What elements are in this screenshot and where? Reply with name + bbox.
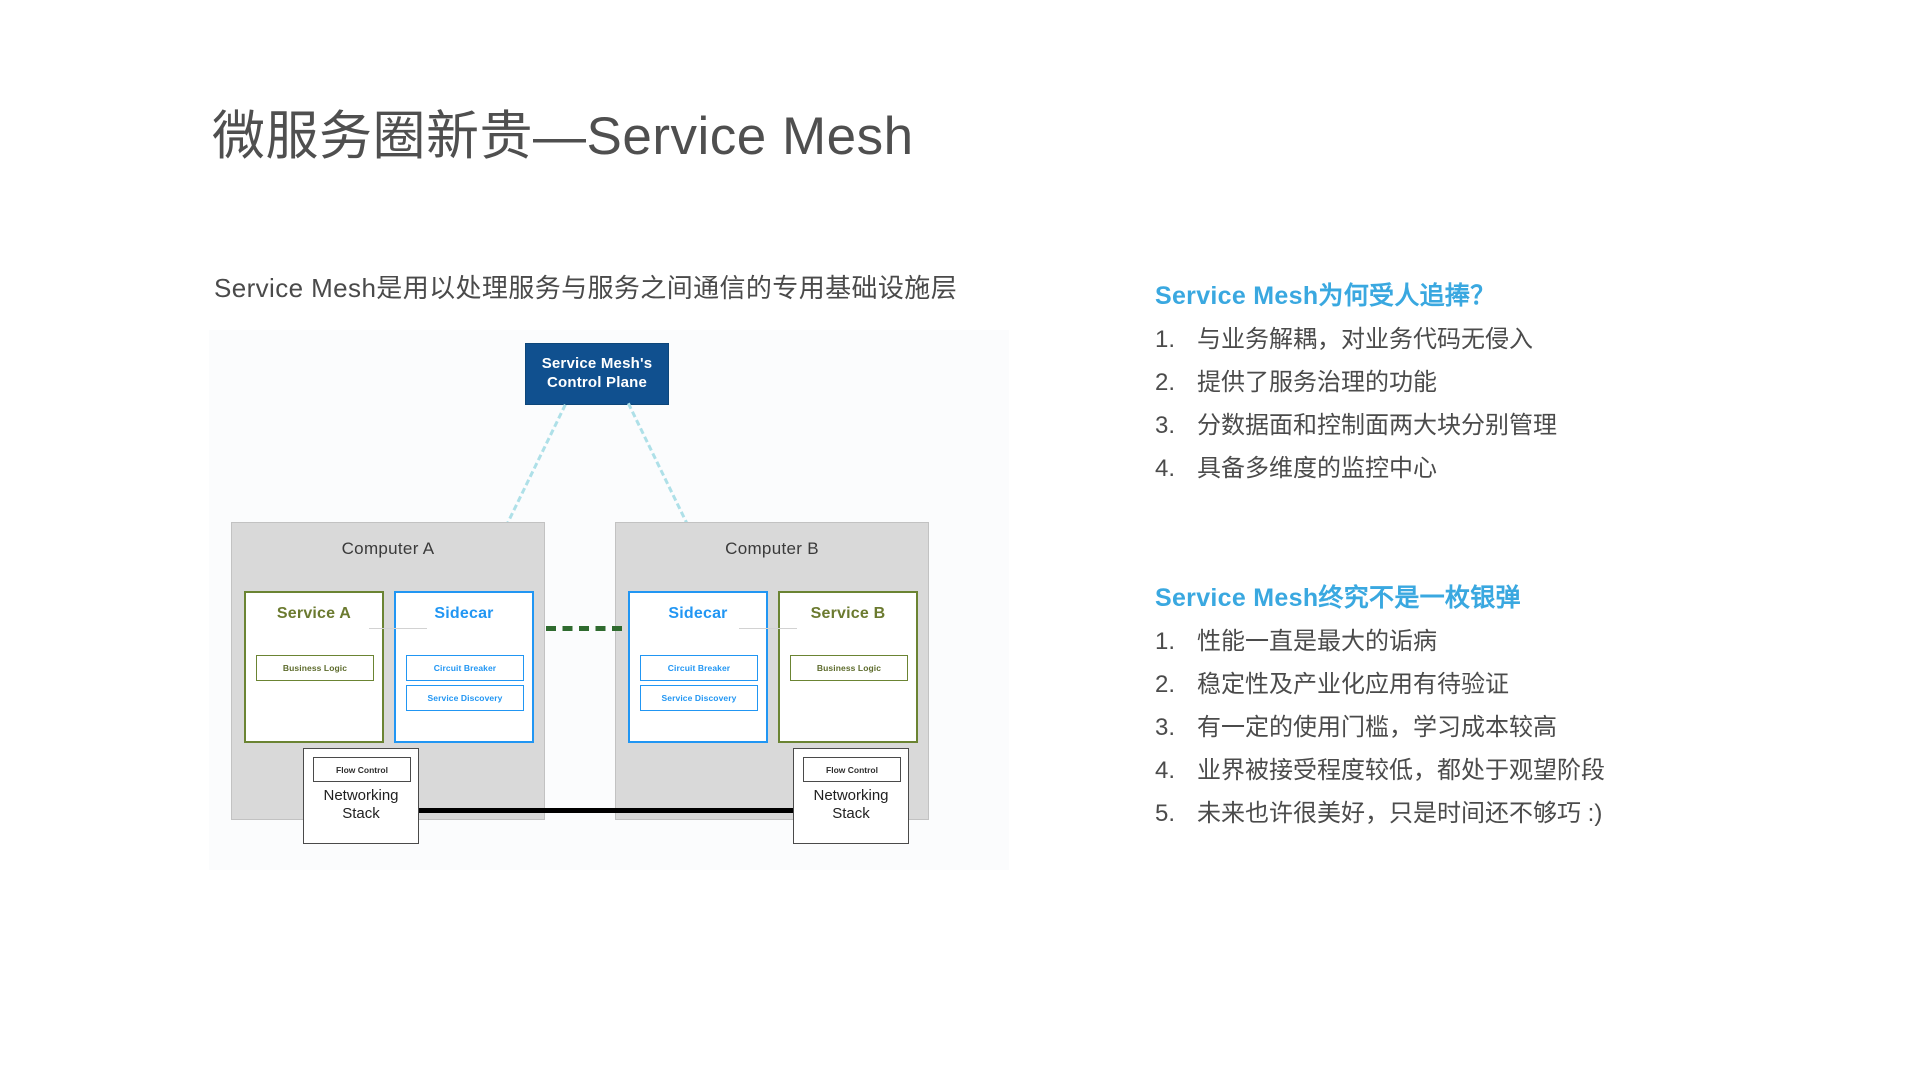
list-item-number: 1. [1155,326,1176,353]
list-item-text: 未来也许很美好，只是时间还不够巧 :) [1197,800,1603,827]
sidecar-a-panel: Sidecar Circuit Breaker Service Discover… [394,591,534,743]
list-item: 5. 未来也许很美好，只是时间还不够巧 :) [1155,802,1715,826]
service-b-sidecar-link [739,628,797,629]
section-spacer [1155,500,1715,578]
service-a-sidecar-link [369,628,427,629]
sidecar-a-service-discovery: Service Discovery [406,685,524,711]
list-item-text: 业界被接受程度较低，都处于观望阶段 [1197,757,1605,784]
service-mesh-diagram: Service Mesh's Control Plane Computer A … [209,330,1009,870]
sidecar-b-circuit-breaker: Circuit Breaker [640,655,758,681]
list-item-number: 3. [1155,714,1176,741]
network-stack-connector [419,808,793,813]
benefits-list: 1. 与业务解耦，对业务代码无侵入 2. 提供了服务治理的功能 3. 分数据面和… [1155,328,1715,481]
service-a-business-logic: Business Logic [256,655,374,681]
slide-subtitle: Service Mesh是用以处理服务与服务之间通信的专用基础设施层 [214,273,958,303]
list-item-number: 3. [1155,412,1176,439]
computer-a-label: Computer A [341,539,435,558]
section-heading-limitations: Service Mesh终究不是一枚银弹 [1155,584,1521,612]
computer-a-box: Computer A Service A Business Logic Side… [231,522,545,820]
list-item: 1. 性能一直是最大的诟病 [1155,630,1715,654]
list-item-number: 4. [1155,455,1176,482]
networking-stack-b-line1: Networking [813,787,889,804]
networking-stack-b-line2: Stack [832,805,870,822]
networking-stack-b-label: Networking Stack [794,787,908,823]
control-plane-box: Service Mesh's Control Plane [525,343,669,405]
flow-control-b: Flow Control [803,757,901,782]
control-plane-line1: Service Mesh's [541,355,653,373]
list-item-number: 2. [1155,671,1176,698]
list-item-text: 具备多维度的监控中心 [1197,455,1437,482]
list-item: 3. 分数据面和控制面两大块分别管理 [1155,414,1715,438]
list-item-number: 5. [1155,800,1176,827]
list-item-text: 性能一直是最大的诟病 [1197,628,1437,655]
networking-stack-b: Flow Control Networking Stack [793,748,909,844]
list-item: 1. 与业务解耦，对业务代码无侵入 [1155,328,1715,352]
sidecar-b-service-discovery: Service Discovery [640,685,758,711]
control-plane-connector-right [627,402,690,527]
service-a-panel: Service A Business Logic [244,591,384,743]
page-title: 微服务圈新贵—Service Mesh [212,107,914,166]
sidecar-to-sidecar-link [546,626,622,631]
control-plane-line2: Control Plane [546,374,648,391]
networking-stack-a-label: Networking Stack [304,787,418,823]
section-heading-benefits: Service Mesh为何受人追捧？ [1155,282,1496,310]
sidecar-a-title: Sidecar [434,605,494,622]
networking-stack-a-line1: Networking [323,787,399,804]
list-item: 2. 提供了服务治理的功能 [1155,371,1715,395]
service-a-title: Service A [276,605,352,622]
service-b-title: Service B [810,605,886,622]
service-b-business-logic: Business Logic [790,655,908,681]
list-item-text: 与业务解耦，对业务代码无侵入 [1197,326,1533,353]
list-item-text: 稳定性及产业化应用有待验证 [1197,671,1509,698]
list-item-text: 提供了服务治理的功能 [1197,369,1437,396]
list-item: 4. 业界被接受程度较低，都处于观望阶段 [1155,759,1715,783]
list-item-number: 1. [1155,628,1176,655]
control-plane-connector-left [504,404,567,528]
list-item-text: 有一定的使用门槛，学习成本较高 [1197,714,1557,741]
flow-control-a: Flow Control [313,757,411,782]
sidecar-a-circuit-breaker: Circuit Breaker [406,655,524,681]
sidecar-b-title: Sidecar [668,605,728,622]
list-item: 3. 有一定的使用门槛，学习成本较高 [1155,716,1715,740]
list-item-number: 2. [1155,369,1176,396]
computer-b-label: Computer B [725,539,819,558]
list-item: 4. 具备多维度的监控中心 [1155,457,1715,481]
service-b-panel: Service B Business Logic [778,591,918,743]
networking-stack-a: Flow Control Networking Stack [303,748,419,844]
right-content-column: Service Mesh为何受人追捧？ 1. 与业务解耦，对业务代码无侵入 2.… [1155,276,1715,845]
sidecar-b-panel: Sidecar Circuit Breaker Service Discover… [628,591,768,743]
networking-stack-a-line2: Stack [342,805,380,822]
list-item-text: 分数据面和控制面两大块分别管理 [1197,412,1557,439]
list-item: 2. 稳定性及产业化应用有待验证 [1155,673,1715,697]
limitations-list: 1. 性能一直是最大的诟病 2. 稳定性及产业化应用有待验证 3. 有一定的使用… [1155,630,1715,826]
list-item-number: 4. [1155,757,1176,784]
